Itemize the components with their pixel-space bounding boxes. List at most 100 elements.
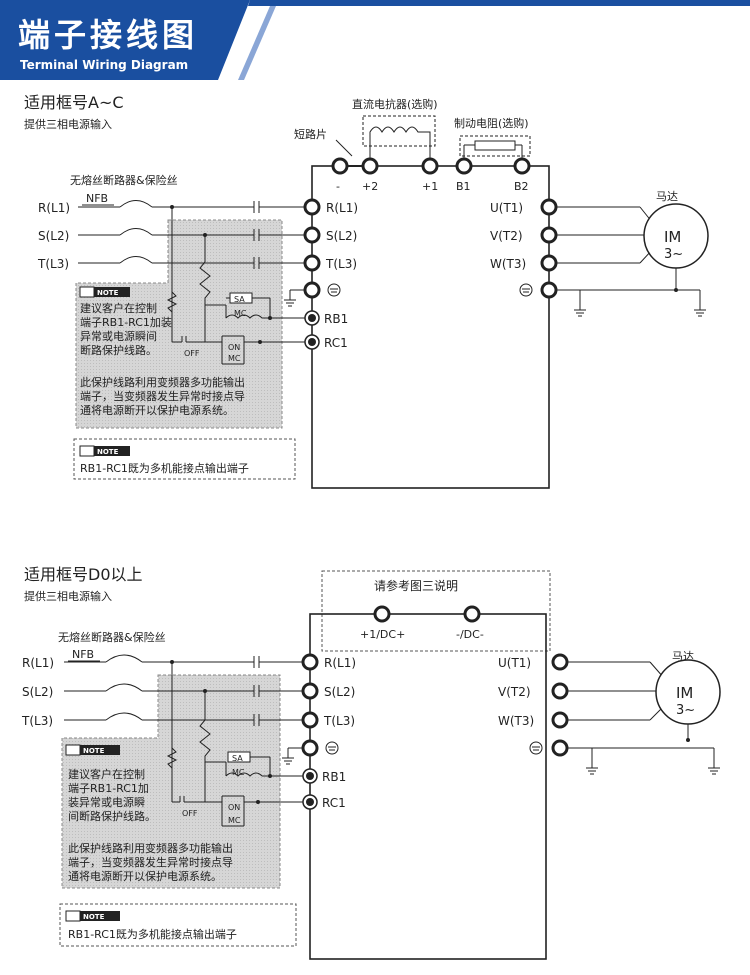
svg-text:端子RB1-RC1加装: 端子RB1-RC1加装 [80,316,172,329]
page-subtitle: Terminal Wiring Diagram [20,58,189,72]
svg-text:NOTE: NOTE [83,913,105,921]
svg-text:-: - [336,180,340,193]
svg-text:T(L3): T(L3) [21,714,53,728]
s2-note-area [61,674,281,889]
header-shape [0,0,750,82]
svg-text:断路保护线路。: 断路保护线路。 [80,343,157,357]
svg-text:RB1-RC1既为多机能接点输出端子: RB1-RC1既为多机能接点输出端子 [68,927,237,941]
s1-notes: NOTE 建议客户在控制 端子RB1-RC1加装 异常或电源瞬间 断路保护线路。… [73,286,296,480]
header-banner: 端子接线图 Terminal Wiring Diagram [0,0,750,82]
s1-motor [643,203,709,269]
svg-text:SA: SA [234,295,245,304]
svg-text:U(T1): U(T1) [498,656,531,670]
s2-ref-box [321,570,551,652]
s1-protection-circuit: SA MC OFF ON MC [166,205,305,365]
svg-text:R(L1): R(L1) [22,656,54,670]
svg-text:通将电源断开以保护电源系统。: 通将电源断开以保护电源系统。 [68,869,222,883]
svg-text:此保护线路利用变频器多功能输出: 此保护线路利用变频器多功能输出 [68,841,233,855]
svg-text:SA: SA [232,754,243,763]
svg-text:+1: +1 [422,180,438,193]
s2-motor-sub: 3~ [676,703,695,718]
s1-breaker-label: 无熔丝断路器&保险丝 [70,173,178,187]
svg-text:NOTE: NOTE [97,289,119,297]
s1-motor-sub: 3~ [664,247,683,262]
svg-text:OFF: OFF [182,809,198,818]
svg-text:V(T2): V(T2) [490,229,523,243]
s2-protection-circuit: SA MC OFF ON MC [166,660,303,827]
svg-text:端子，当变频器发生异常时接点导: 端子，当变频器发生异常时接点导 [68,855,233,869]
svg-text:W(T3): W(T3) [498,714,534,728]
page-title: 端子接线图 [18,16,199,54]
s1-brake-box [459,135,531,157]
svg-text:装异常或电源瞬: 装异常或电源瞬 [68,795,145,809]
s1-input-terminals: R(L1) S(L2) T(L3) RB1 RC1 [284,198,358,350]
s1-jumper-label: 短路片 [294,127,327,141]
s1-output-terminals: U(T1) V(T2) W(T3) [490,198,706,317]
svg-text:W(T3): W(T3) [490,257,526,271]
s1-motor-label: 马达 [656,190,678,203]
s1-subtitle: 提供三相电源输入 [24,117,112,131]
svg-text:异常或电源瞬间: 异常或电源瞬间 [80,329,157,343]
s2-rc1: RC1 [322,796,346,810]
svg-text:建议客户在控制: 建议客户在控制 [80,301,157,315]
s2-output-terminals: U(T1) V(T2) W(T3) [498,653,720,775]
s1-nfb-label: NFB [86,192,108,205]
svg-text:B2: B2 [514,180,529,193]
s1-brake-label: 制动电阻(选购) [454,116,529,130]
s1-rb1: RB1 [324,312,348,326]
svg-text:V(T2): V(T2) [498,685,531,699]
s1-reactor-coil [369,126,431,146]
s2-motor [655,659,721,725]
s1-note-area [75,219,283,429]
s2-rb1: RB1 [322,770,346,784]
svg-text:端子，当变频器发生异常时接点导: 端子，当变频器发生异常时接点导 [80,389,245,403]
svg-text:T(L3): T(L3) [325,257,357,271]
svg-text:T(L3): T(L3) [323,714,355,728]
svg-text:S(L2): S(L2) [324,685,355,699]
svg-text:端子RB1-RC1加: 端子RB1-RC1加 [68,782,149,795]
s2-input-terminals: R(L1) S(L2) T(L3) RB1 RC1 [282,653,356,810]
svg-text:MC: MC [232,768,245,777]
s2-breaker-label: 无熔丝断路器&保险丝 [58,630,166,644]
s2-inverter-box [309,613,547,960]
svg-text:建议客户在控制: 建议客户在控制 [68,767,145,781]
svg-text:RB1-RC1既为多机能接点输出端子: RB1-RC1既为多机能接点输出端子 [80,461,249,475]
svg-text:通将电源断开以保护电源系统。: 通将电源断开以保护电源系统。 [80,403,234,417]
svg-text:B1: B1 [456,180,471,193]
svg-text:ON: ON [228,343,240,352]
s2-notes: NOTE 建议客户在控制 端子RB1-RC1加 装异常或电源瞬 间断路保护线路。… [59,744,297,947]
s2-ref-label: 请参考图三说明 [374,578,458,593]
s2-title: 适用框号D0以上 [24,565,143,584]
svg-text:T(L3): T(L3) [37,257,69,271]
s2-top-terminals: +1/DC+ -/DC- [360,605,484,641]
svg-text:-/DC-: -/DC- [456,628,484,641]
svg-text:MC: MC [228,354,241,363]
s1-reactor-box [362,115,436,147]
svg-text:此保护线路利用变频器多功能输出: 此保护线路利用变频器多功能输出 [80,375,245,389]
svg-text:OFF: OFF [184,349,200,358]
svg-text:间断路保护线路。: 间断路保护线路。 [68,809,156,823]
svg-text:MC: MC [228,816,241,825]
svg-text:NOTE: NOTE [83,747,105,755]
s1-motor-im: IM [664,228,681,246]
svg-text:S(L2): S(L2) [22,685,53,699]
s1-rc1: RC1 [324,336,348,350]
section-a-c: 适用框号A~C 提供三相电源输入 直流电抗器(选购) 短路片 制动电阻(选购) [24,93,709,489]
section-d0: 适用框号D0以上 提供三相电源输入 请参考图三说明 +1/DC+ -/DC- 无… [21,565,721,960]
svg-text:R(L1): R(L1) [38,201,70,215]
svg-text:U(T1): U(T1) [490,201,523,215]
s2-input-lines: R(L1) S(L2) T(L3) [21,654,303,728]
svg-text:R(L1): R(L1) [324,656,356,670]
s1-top-terminals: - +2 +1 B1 B2 [331,157,531,193]
s1-title: 适用框号A~C [24,93,124,112]
s2-nfb-label: NFB [72,648,94,661]
s1-input-lines: R(L1) S(L2) T(L3) [37,200,305,271]
svg-text:MC: MC [234,309,247,318]
svg-text:S(L2): S(L2) [326,229,357,243]
svg-text:+1/DC+: +1/DC+ [360,628,405,641]
svg-text:+2: +2 [362,180,378,193]
s2-motor-im: IM [676,684,693,702]
svg-text:NOTE: NOTE [97,448,119,456]
s1-brake-resistor [474,140,516,151]
